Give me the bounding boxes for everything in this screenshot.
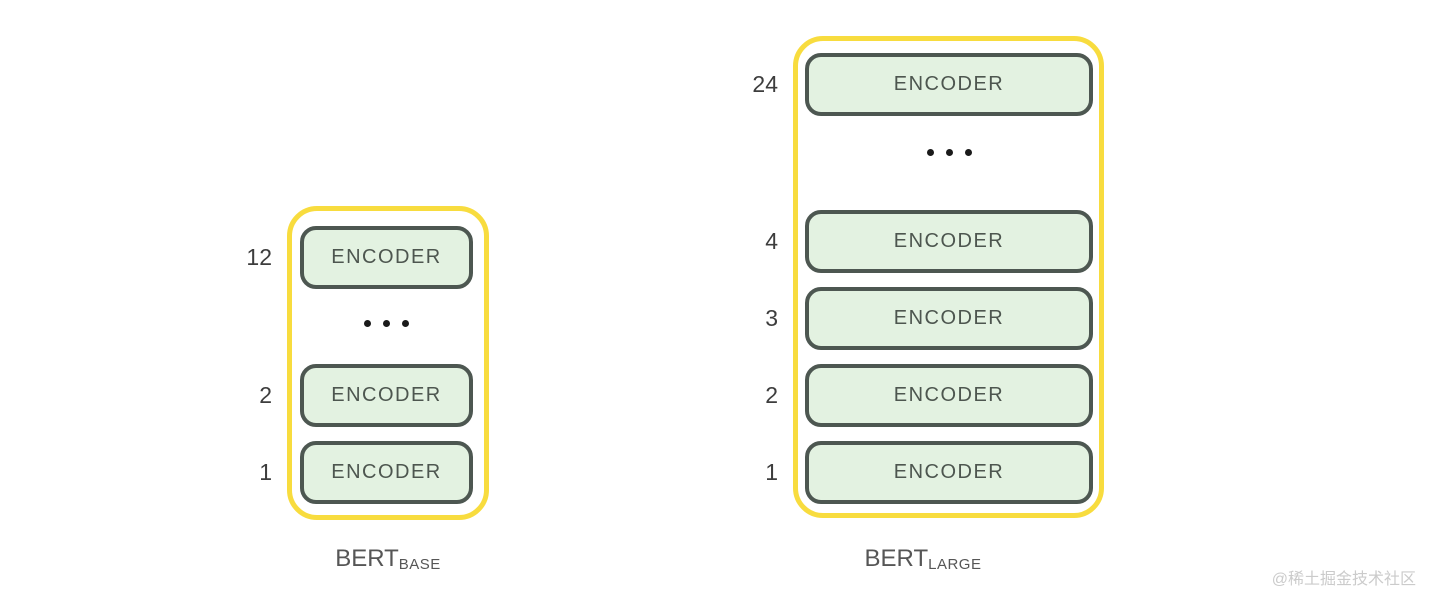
bert-base-caption: BERTBASE [286,545,490,573]
watermark: @稀土掘金技术社区 [1271,571,1416,588]
bert-large-layer-number-24: 24 [752,71,778,97]
ellipsis-dot [364,319,371,327]
ellipsis-icon [805,145,1093,159]
encoder-label: ENCODER [893,230,1005,252]
encoder-label: ENCODER [893,307,1005,329]
bert-large-layer-number-2: 2 [765,382,778,408]
caption-main: BERT [864,545,929,572]
ellipsis-dot [402,319,409,327]
bert-base-layer-number-1: 1 [259,459,272,485]
bert-base-encoder-block-1: ENCODER [300,441,473,504]
bert-large-encoder-block-3: ENCODER [805,287,1093,350]
encoder-label: ENCODER [331,384,442,406]
bert-large-layer-number-1: 1 [765,459,778,485]
encoder-label: ENCODER [331,246,442,268]
bert-large-encoder-block-4: ENCODER [805,210,1093,273]
encoder-label: ENCODER [893,73,1005,95]
caption-subscript: LARGE [928,556,982,573]
bert-base-layer-number-2: 2 [259,382,272,408]
caption-subscript: BASE [398,556,441,573]
ellipsis-dot [945,148,953,156]
bert-large-encoder-block-1: ENCODER [805,441,1093,504]
ellipsis-dot [964,148,972,156]
bert-large-layer-number-4: 4 [765,228,778,254]
encoder-label: ENCODER [893,384,1005,406]
bert-large-encoder-block-2: ENCODER [805,364,1093,427]
bert-base-encoder-block-12: ENCODER [300,226,473,289]
bert-large-caption: BERTLARGE [823,545,1023,573]
bert-large-layer-number-3: 3 [765,305,778,331]
bert-base-layer-number-12: 12 [246,244,272,270]
bert-base-encoder-block-2: ENCODER [300,364,473,427]
caption-main: BERT [335,545,399,572]
ellipsis-dot [383,319,390,327]
ellipsis-dot [926,148,934,156]
ellipsis-icon [300,316,473,330]
bert-large-outline [793,36,1104,518]
bert-large-encoder-block-24: ENCODER [805,53,1093,116]
encoder-label: ENCODER [893,461,1005,483]
encoder-label: ENCODER [331,461,442,483]
